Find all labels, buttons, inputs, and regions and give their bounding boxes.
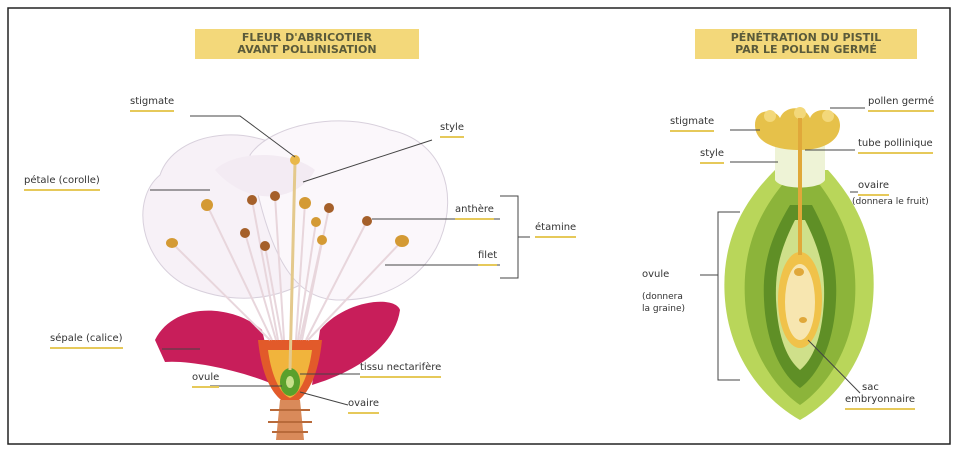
left-title: FLEUR D'ABRICOTIER AVANT POLLINISATION [195,29,419,59]
label-sac-line1: sac [862,382,879,394]
label-ovaire-left: ovaire [348,398,379,414]
label-ovaire-right: ovaire [858,180,889,196]
pedicel [276,400,304,440]
label-stigmate-left: stigmate [130,96,174,112]
pollen-grain-3 [822,110,834,122]
label-style-right: style [700,148,724,164]
label-sac-line2: embryonnaire [845,394,915,410]
label-sepale: sépale (calice) [50,333,123,349]
label-ovule-left: ovule [192,372,219,388]
label-anthere: anthère [455,204,494,220]
label-tissu: tissu nectarifère [360,362,441,378]
pollen-grain-2 [794,107,806,119]
pistil-section [700,107,874,420]
right-title: PÉNÉTRATION DU PISTIL PAR LE POLLEN GERM… [695,29,917,59]
label-ovule-note2: la graine) [642,304,685,315]
ovule-shape [286,376,294,388]
label-tube: tube pollinique [858,138,933,154]
label-ovaire-note: (donnera le fruit) [852,197,929,208]
left-title-line2: AVANT POLLINISATION [201,44,413,56]
right-title-line2: PAR LE POLLEN GERMÉ [701,44,911,56]
label-style-left: style [440,122,464,138]
label-petale: pétale (corolle) [24,175,100,191]
label-stigmate-right: stigmate [670,116,714,132]
polar-nuclei [799,317,807,323]
label-pollen: pollen germé [868,96,934,112]
egg-cell [794,268,804,276]
label-ovule-right: ovule [642,269,669,281]
apricot-flower [143,116,530,440]
label-etamine: étamine [535,222,576,238]
label-filet: filet [478,250,497,266]
label-ovule-note1: (donnera [642,292,683,303]
pollen-grain-1 [764,110,776,122]
